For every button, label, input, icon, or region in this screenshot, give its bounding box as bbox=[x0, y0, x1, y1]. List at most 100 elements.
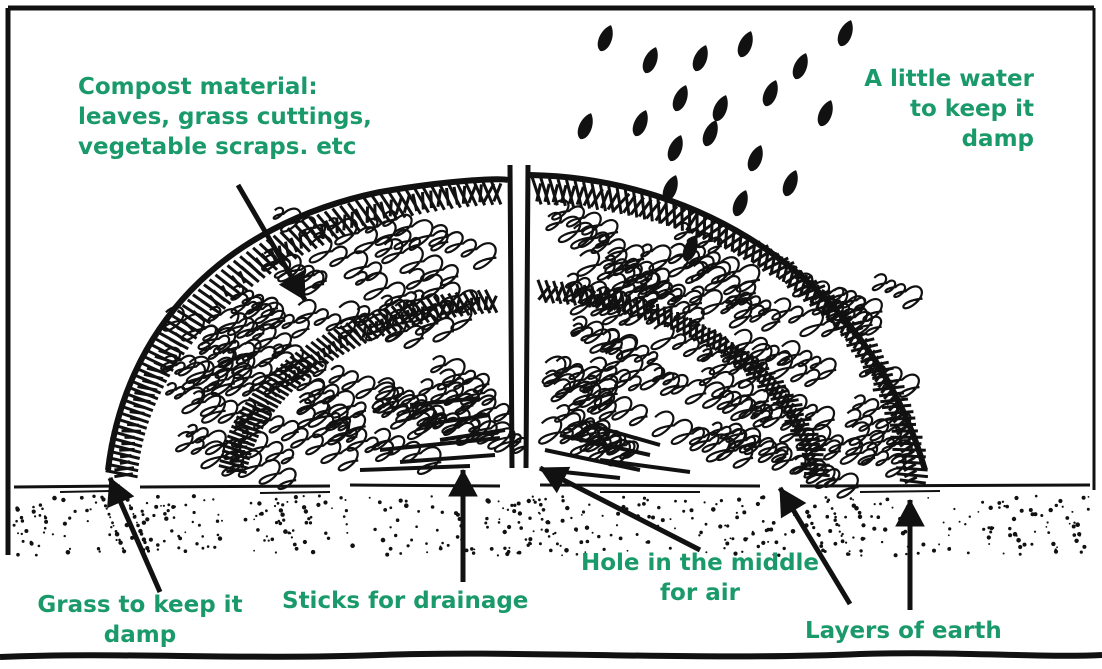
soil-dot bbox=[881, 541, 883, 543]
soil-dot bbox=[1080, 551, 1083, 554]
soil-dot bbox=[346, 523, 348, 525]
label-earth: Layers of earth bbox=[805, 616, 1002, 646]
soil-dot bbox=[485, 498, 490, 503]
soil-dot bbox=[345, 509, 348, 512]
soil-dot bbox=[292, 529, 295, 532]
soil-dot bbox=[610, 534, 613, 537]
soil-dot bbox=[415, 525, 418, 528]
soil-dot bbox=[244, 518, 248, 522]
soil-dot bbox=[561, 495, 564, 498]
soil-dot bbox=[259, 513, 262, 516]
soil-dot bbox=[407, 544, 410, 547]
soil-dot bbox=[938, 543, 940, 545]
soil-dot bbox=[20, 516, 23, 519]
soil-dot bbox=[622, 496, 625, 499]
soil-dot bbox=[643, 497, 646, 500]
soil-dot bbox=[173, 516, 176, 519]
soil-dot bbox=[1020, 509, 1024, 513]
soil-dot bbox=[848, 553, 851, 556]
soil-dot bbox=[534, 501, 537, 504]
soil-dot bbox=[684, 500, 687, 503]
soil-dot bbox=[143, 541, 146, 544]
soil-dot bbox=[870, 515, 873, 518]
soil-dot bbox=[742, 510, 746, 514]
soil-dot bbox=[805, 510, 809, 514]
soil-dot bbox=[399, 552, 402, 555]
soil-dot bbox=[85, 509, 89, 513]
soil-dot bbox=[167, 509, 170, 512]
soil-dot bbox=[184, 531, 186, 533]
soil-dot bbox=[751, 532, 755, 536]
soil-dot bbox=[111, 521, 114, 524]
soil-dot bbox=[538, 498, 541, 501]
soil-dot bbox=[1018, 545, 1022, 549]
soil-dot bbox=[642, 502, 646, 506]
soil-dot bbox=[255, 515, 257, 517]
soil-dot bbox=[767, 541, 769, 543]
soil-dot bbox=[163, 505, 165, 507]
label-line: damp bbox=[20, 620, 260, 650]
soil-dot bbox=[989, 526, 993, 530]
soil-dot bbox=[184, 504, 187, 507]
soil-dot bbox=[74, 510, 77, 513]
soil-dot bbox=[1016, 535, 1018, 537]
soil-dot bbox=[425, 542, 428, 545]
soil-dot bbox=[549, 549, 553, 553]
soil-dot bbox=[389, 506, 392, 509]
soil-dot bbox=[989, 506, 993, 510]
soil-dot bbox=[97, 547, 100, 550]
soil-dot bbox=[265, 509, 268, 512]
soil-dot bbox=[544, 498, 547, 501]
thatch-stroke bbox=[892, 449, 925, 450]
soil-dot bbox=[145, 517, 149, 521]
soil-dot bbox=[507, 550, 511, 554]
soil-dot bbox=[682, 510, 685, 513]
soil-dot bbox=[1074, 539, 1078, 543]
soil-dot bbox=[87, 520, 89, 522]
soil-dot bbox=[647, 515, 651, 519]
rain-drop bbox=[700, 118, 722, 149]
soil-dot bbox=[570, 517, 572, 519]
rain-drop bbox=[640, 45, 662, 76]
soil-dot bbox=[597, 535, 600, 538]
soil-dot bbox=[646, 541, 649, 544]
soil-dot bbox=[331, 507, 333, 509]
soil-dot bbox=[894, 553, 898, 557]
soil-dot bbox=[762, 520, 765, 523]
soil-dot bbox=[318, 495, 321, 498]
soil-dot bbox=[1034, 531, 1036, 533]
soil-dot bbox=[542, 508, 546, 512]
soil-dot bbox=[657, 506, 660, 509]
soil-dot bbox=[502, 507, 504, 509]
soil-dot bbox=[95, 501, 97, 503]
soil-dot bbox=[718, 524, 722, 528]
soil-dot bbox=[279, 508, 283, 512]
soil-dot bbox=[725, 542, 729, 546]
soil-dot bbox=[527, 499, 531, 503]
soil-dot bbox=[203, 499, 205, 501]
soil-dot bbox=[988, 543, 990, 545]
soil-dot bbox=[38, 545, 41, 548]
soil-dot bbox=[69, 548, 71, 550]
label-line: Sticks for drainage bbox=[282, 586, 528, 616]
label-line: to keep it bbox=[864, 94, 1034, 124]
soil-dot bbox=[519, 526, 523, 530]
soil-dot bbox=[1029, 508, 1033, 512]
soil-dot bbox=[484, 522, 487, 525]
soil-dot bbox=[129, 506, 133, 510]
soil-dot bbox=[969, 516, 971, 518]
soil-dot bbox=[142, 513, 145, 516]
soil-dot bbox=[834, 542, 838, 546]
label-compost-material: Compost material: leaves, grass cuttings… bbox=[78, 72, 372, 162]
soil-dot bbox=[192, 521, 194, 523]
thatch-stroke bbox=[702, 324, 703, 343]
soil-dot bbox=[302, 505, 306, 509]
soil-dot bbox=[901, 531, 905, 535]
label-line: damp bbox=[864, 124, 1034, 154]
label-line: Hole in the middle bbox=[575, 548, 825, 578]
rain-drop bbox=[735, 29, 757, 60]
soil-dot bbox=[1065, 516, 1069, 520]
soil-dot bbox=[834, 519, 837, 522]
soil-dot bbox=[311, 550, 315, 554]
